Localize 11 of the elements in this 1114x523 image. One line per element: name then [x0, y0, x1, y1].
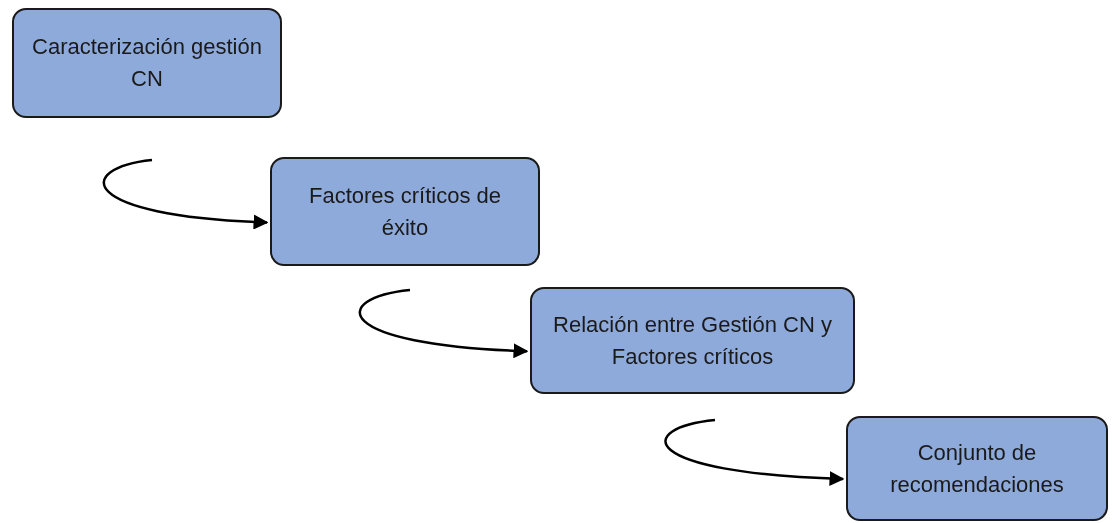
process-box	[530, 287, 855, 394]
curved-arrow	[103, 158, 269, 230]
box-label: Relación entre Gestión CN y Factores críticos	[552, 310, 833, 371]
process-box	[270, 157, 540, 266]
box-label: Conjunto de recomendaciones	[889, 438, 1065, 499]
curved-arrow	[664, 418, 845, 486]
process-box	[846, 416, 1108, 521]
box-label: Caracterización gestión CN	[31, 33, 263, 93]
curved-arrow	[358, 288, 529, 358]
box-label: Factores críticos de éxito	[308, 181, 502, 242]
process-box	[12, 8, 282, 118]
